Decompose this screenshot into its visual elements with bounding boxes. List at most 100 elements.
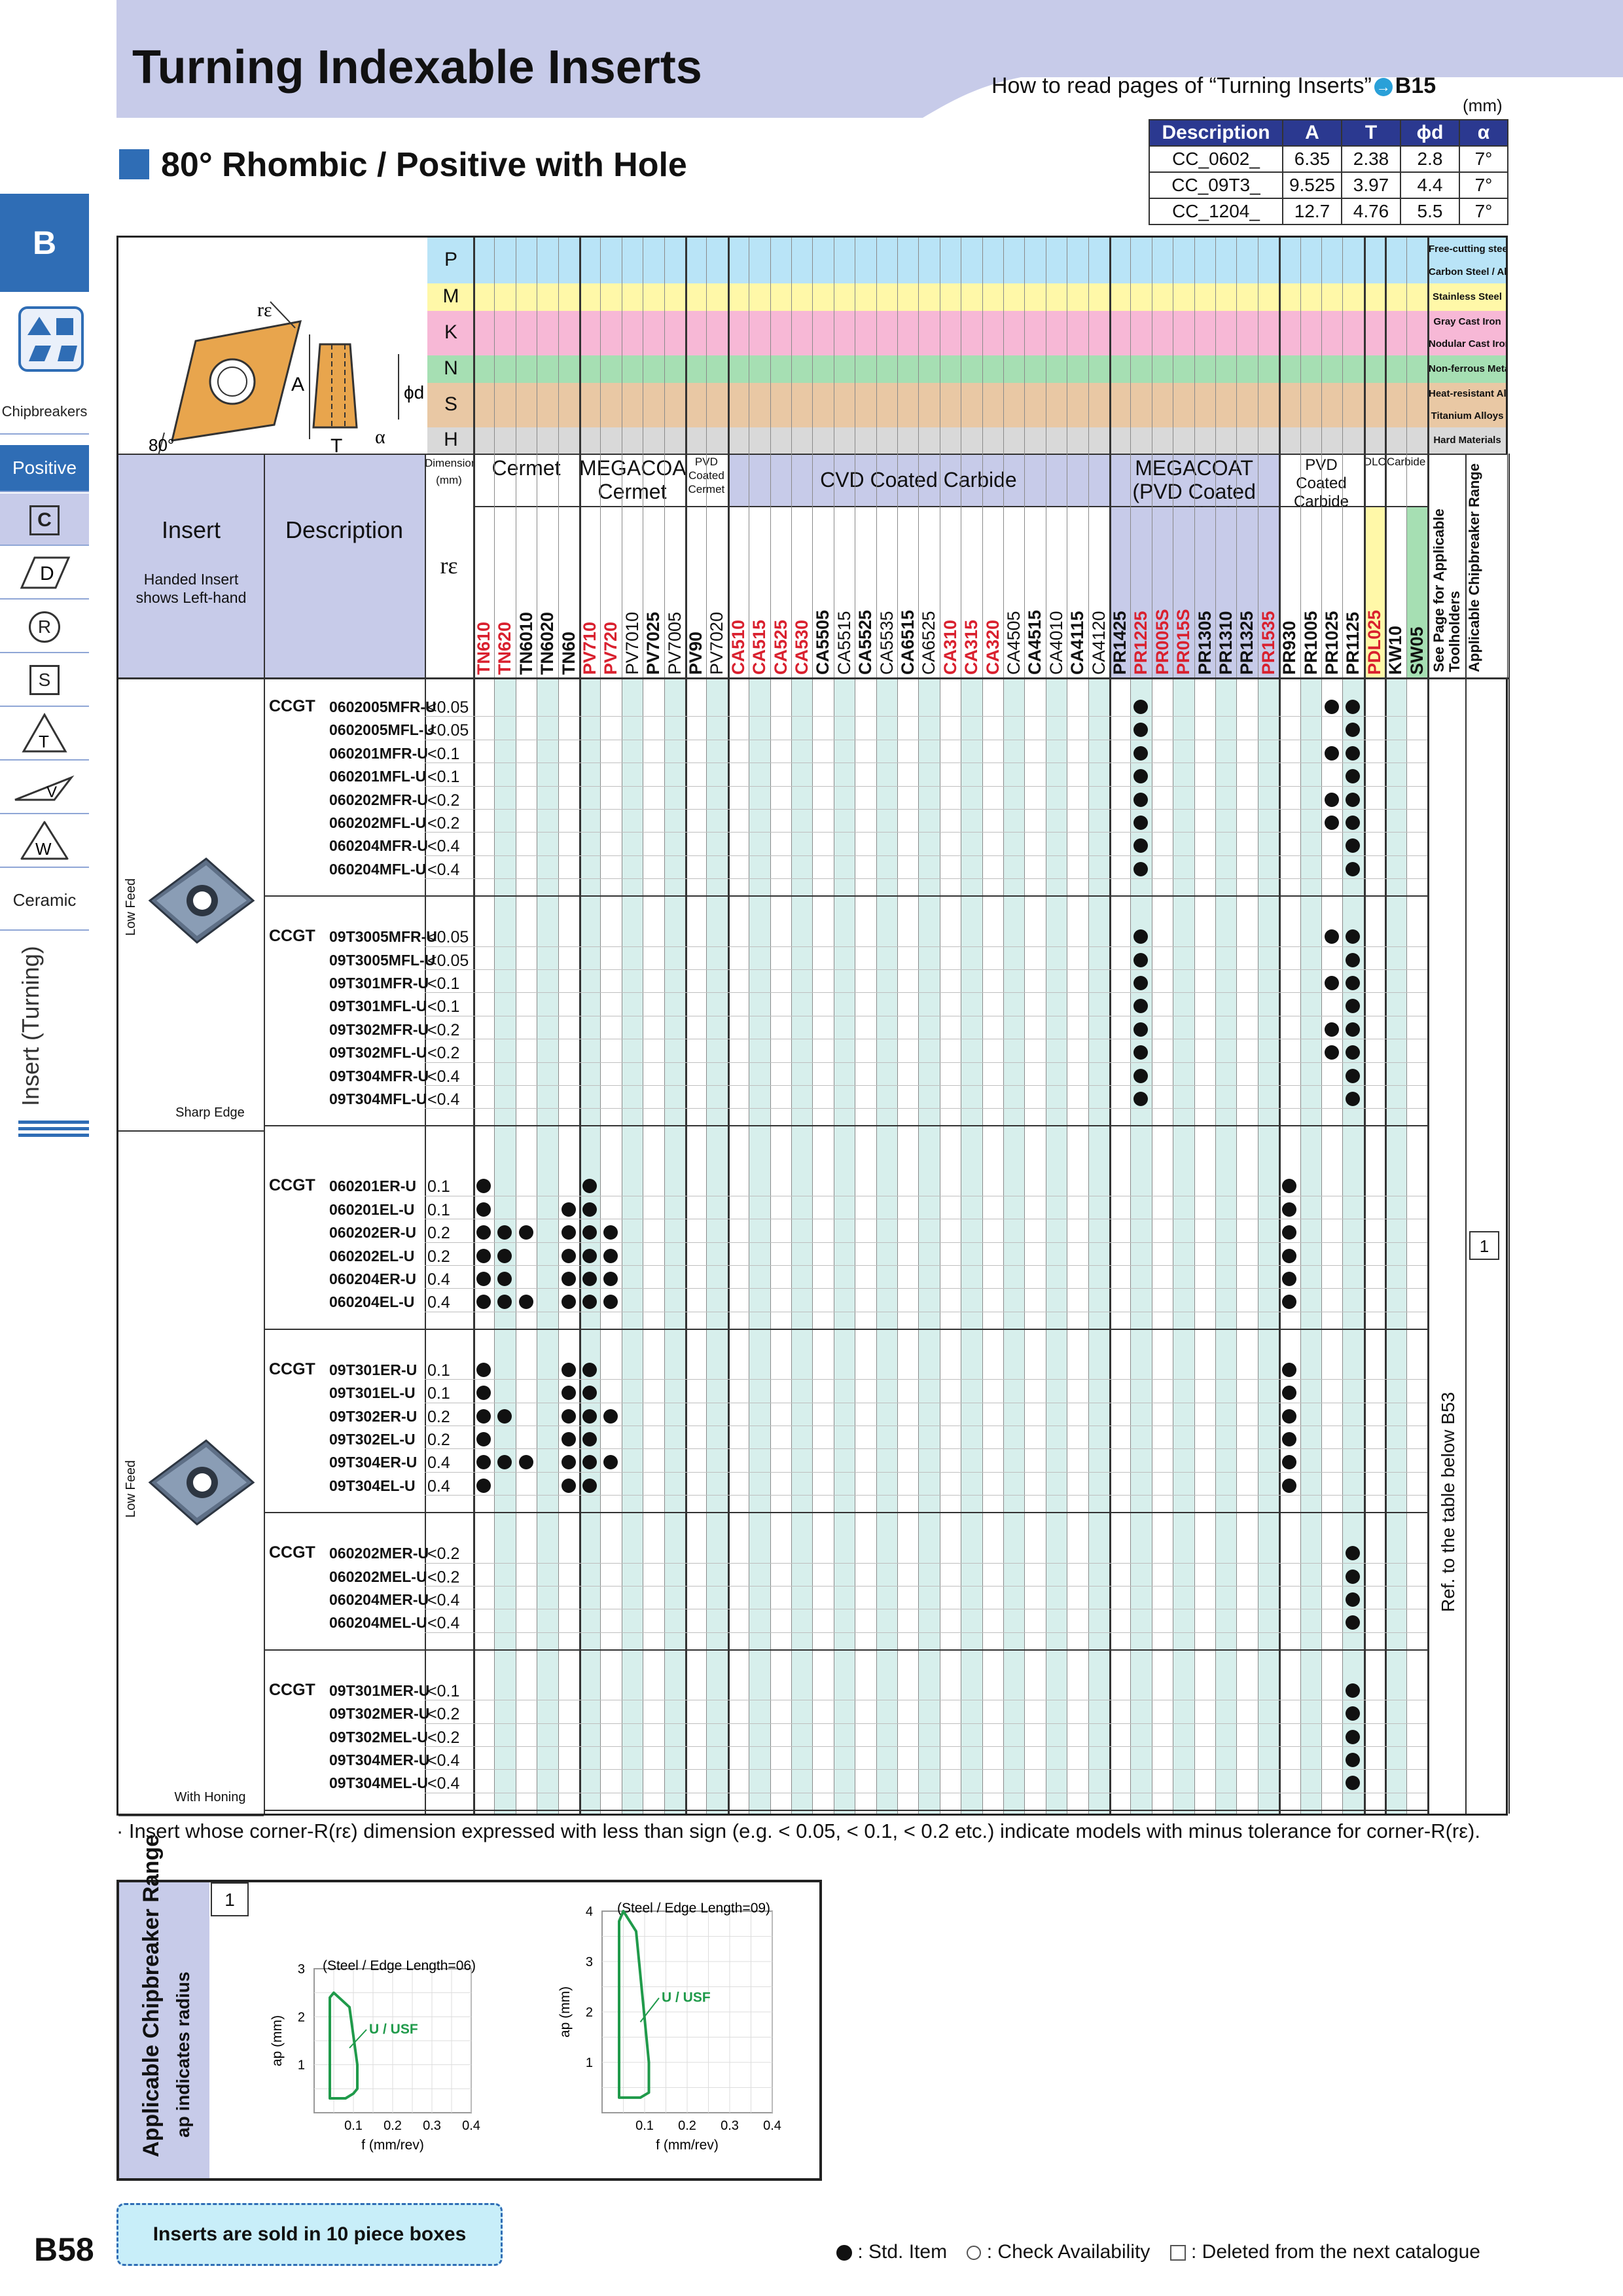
grid-column-line xyxy=(1279,238,1281,1814)
diagram-phid: ϕd xyxy=(404,382,424,403)
sidebar-item-chipbreakers[interactable]: Chipbreakers xyxy=(0,390,89,435)
dimension-header: Dimension (mm) xyxy=(425,454,477,494)
grade-column-header xyxy=(770,507,791,677)
chart-panel-ref: 1 xyxy=(211,1882,249,1916)
column-tint xyxy=(749,677,770,1814)
sidebar-vertical-text: Insert (Turning) xyxy=(17,946,44,1106)
table-row-line xyxy=(425,1746,1427,1747)
sidebar-item-shape-t[interactable]: T xyxy=(0,708,89,761)
sidebar-item-shape-r[interactable]: R xyxy=(0,601,89,653)
material-note: Titanium Alloys xyxy=(1429,405,1506,427)
insert-code: 060202EL-U xyxy=(329,1247,415,1265)
block-separator xyxy=(264,1649,1427,1651)
corner-radius-value: <0.05 xyxy=(427,928,469,947)
block-separator xyxy=(264,895,1427,897)
grade-column-header xyxy=(621,507,643,677)
shape-t-glyph: T xyxy=(39,732,49,751)
row-group-cell xyxy=(118,677,264,1132)
column-tint xyxy=(918,677,940,1814)
grade-ca5525: CA5525 xyxy=(855,609,876,675)
sidebar-item-ceramic[interactable]: Ceramic xyxy=(0,870,89,931)
table-row-line xyxy=(425,716,1427,717)
material-letter: K xyxy=(444,321,457,343)
grade-column-header xyxy=(600,507,622,677)
grade-pv710: PV710 xyxy=(580,621,599,675)
material-letter: M xyxy=(442,285,459,307)
sidebar-item-shape-c[interactable]: C xyxy=(0,493,89,546)
sidebar-item-shape-w[interactable]: W xyxy=(0,816,89,868)
sidebar-item-shape-d[interactable]: D xyxy=(0,547,89,600)
dims-cell: 2.38 xyxy=(1341,145,1401,173)
feed-label: Low Feed xyxy=(124,1460,138,1518)
corner-radius-value: <0.05 xyxy=(427,698,469,717)
sidebar-item-shape-s[interactable]: S xyxy=(0,655,89,707)
column-tint xyxy=(876,677,897,1814)
grid-column-line xyxy=(876,238,877,1814)
grid-column-line xyxy=(1385,238,1387,1814)
block-separator xyxy=(264,1125,1427,1127)
y-tick-label: 4 xyxy=(586,1905,593,1919)
grade-column-header xyxy=(855,507,876,677)
deleted-icon xyxy=(1169,2245,1186,2261)
description-header-label: Description xyxy=(285,516,404,543)
section-title: 80° Rhombic / Positive with Hole xyxy=(161,146,687,184)
std-item-icon xyxy=(1346,1022,1361,1037)
insert-code: 060204ER-U xyxy=(329,1270,416,1287)
std-item-icon xyxy=(476,1179,491,1194)
grade-column-header xyxy=(643,507,664,677)
shape-d-glyph: D xyxy=(40,563,54,584)
dims-cell: CC_09T3_ xyxy=(1149,171,1283,199)
sidebar-item-positive[interactable]: Positive xyxy=(0,445,89,492)
std-item-icon xyxy=(1325,1045,1339,1060)
grade-ca5535: CA5535 xyxy=(876,611,897,675)
std-item-icon xyxy=(1133,838,1149,853)
grade-column-header xyxy=(1321,507,1343,677)
grade-group-label: MEGACOAT Cermet xyxy=(579,456,698,503)
diagram-angle: 80° xyxy=(149,435,174,455)
std-item-icon xyxy=(1346,999,1361,1014)
insert-code: 060202MEL-U xyxy=(329,1568,427,1585)
grade-ca310: CA310 xyxy=(940,619,960,675)
grid-column-line xyxy=(1300,238,1301,1814)
grid-column-line xyxy=(982,238,983,1814)
y-tick-label: 3 xyxy=(298,1962,305,1977)
section-marker xyxy=(119,149,149,179)
howto-link[interactable]: How to read pages of “Turning Inserts”→B… xyxy=(991,73,1436,99)
insert-code: 09T301MFL-U xyxy=(329,997,427,1015)
grade-column-header xyxy=(1003,507,1025,677)
material-note: Carbon Steel / Alloy Steel xyxy=(1429,260,1506,283)
grid-column-line xyxy=(664,238,665,1814)
diagram-a: A xyxy=(291,374,304,395)
std-item-icon xyxy=(1346,1092,1361,1106)
insert-code: 0602005MFR-U xyxy=(329,698,437,715)
grid-column-line xyxy=(1024,238,1026,1814)
grade-tn610: TN610 xyxy=(474,621,493,675)
tolerance-note: · Insert whose corner-R(rε) dimension ex… xyxy=(116,1820,1480,1842)
shape-s-label: S xyxy=(29,665,60,695)
std-item-icon xyxy=(1325,929,1339,944)
corner-radius-value: <0.2 xyxy=(427,814,460,833)
table-row-line xyxy=(425,1242,1427,1243)
x-tick-label: 0.4 xyxy=(763,2119,781,2133)
dims-cell: 5.5 xyxy=(1400,198,1460,225)
std-item-icon xyxy=(476,1295,491,1310)
std-item-icon xyxy=(1325,976,1339,990)
corner-radius-value: <0.05 xyxy=(427,721,469,740)
sidebar-item-shape-v[interactable]: V xyxy=(0,762,89,814)
dims-cell: 4.4 xyxy=(1400,171,1460,199)
chip-range-ref: 1 xyxy=(1469,1231,1499,1260)
grade-ca515: CA515 xyxy=(749,619,770,675)
table-row-line xyxy=(425,1586,1427,1587)
x-axis-label: f (mm/rev) xyxy=(656,2138,719,2153)
dims-cell: 7° xyxy=(1459,171,1508,199)
column-tint xyxy=(1003,677,1025,1814)
insert-series: CCGT xyxy=(269,1176,315,1195)
std-item-icon xyxy=(476,1225,491,1240)
y-axis-label: ap (mm) xyxy=(558,1986,573,2037)
column-tint xyxy=(494,677,516,1814)
std-item-icon xyxy=(561,1202,576,1217)
series-region xyxy=(329,1991,359,2100)
grade-column-header xyxy=(1257,507,1279,677)
